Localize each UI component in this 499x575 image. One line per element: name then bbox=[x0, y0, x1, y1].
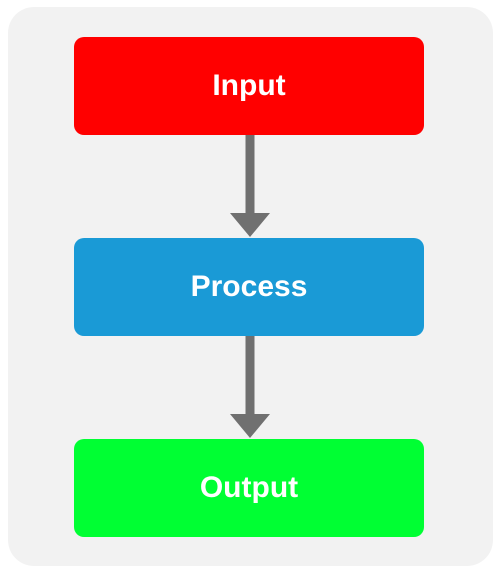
arrow-shaft bbox=[245, 135, 255, 215]
arrow-input-to-process bbox=[230, 135, 270, 237]
input-node-label: Input bbox=[212, 69, 286, 102]
arrow-head bbox=[230, 213, 270, 237]
output-node-label: Output bbox=[199, 471, 299, 504]
arrow-process-to-output bbox=[230, 336, 270, 438]
output-node: Output bbox=[74, 439, 424, 537]
process-node: Process bbox=[74, 238, 424, 336]
arrow-shaft bbox=[245, 336, 255, 416]
process-node-label: Process bbox=[190, 270, 308, 303]
arrow-head bbox=[230, 414, 270, 438]
input-node: Input bbox=[74, 37, 424, 135]
